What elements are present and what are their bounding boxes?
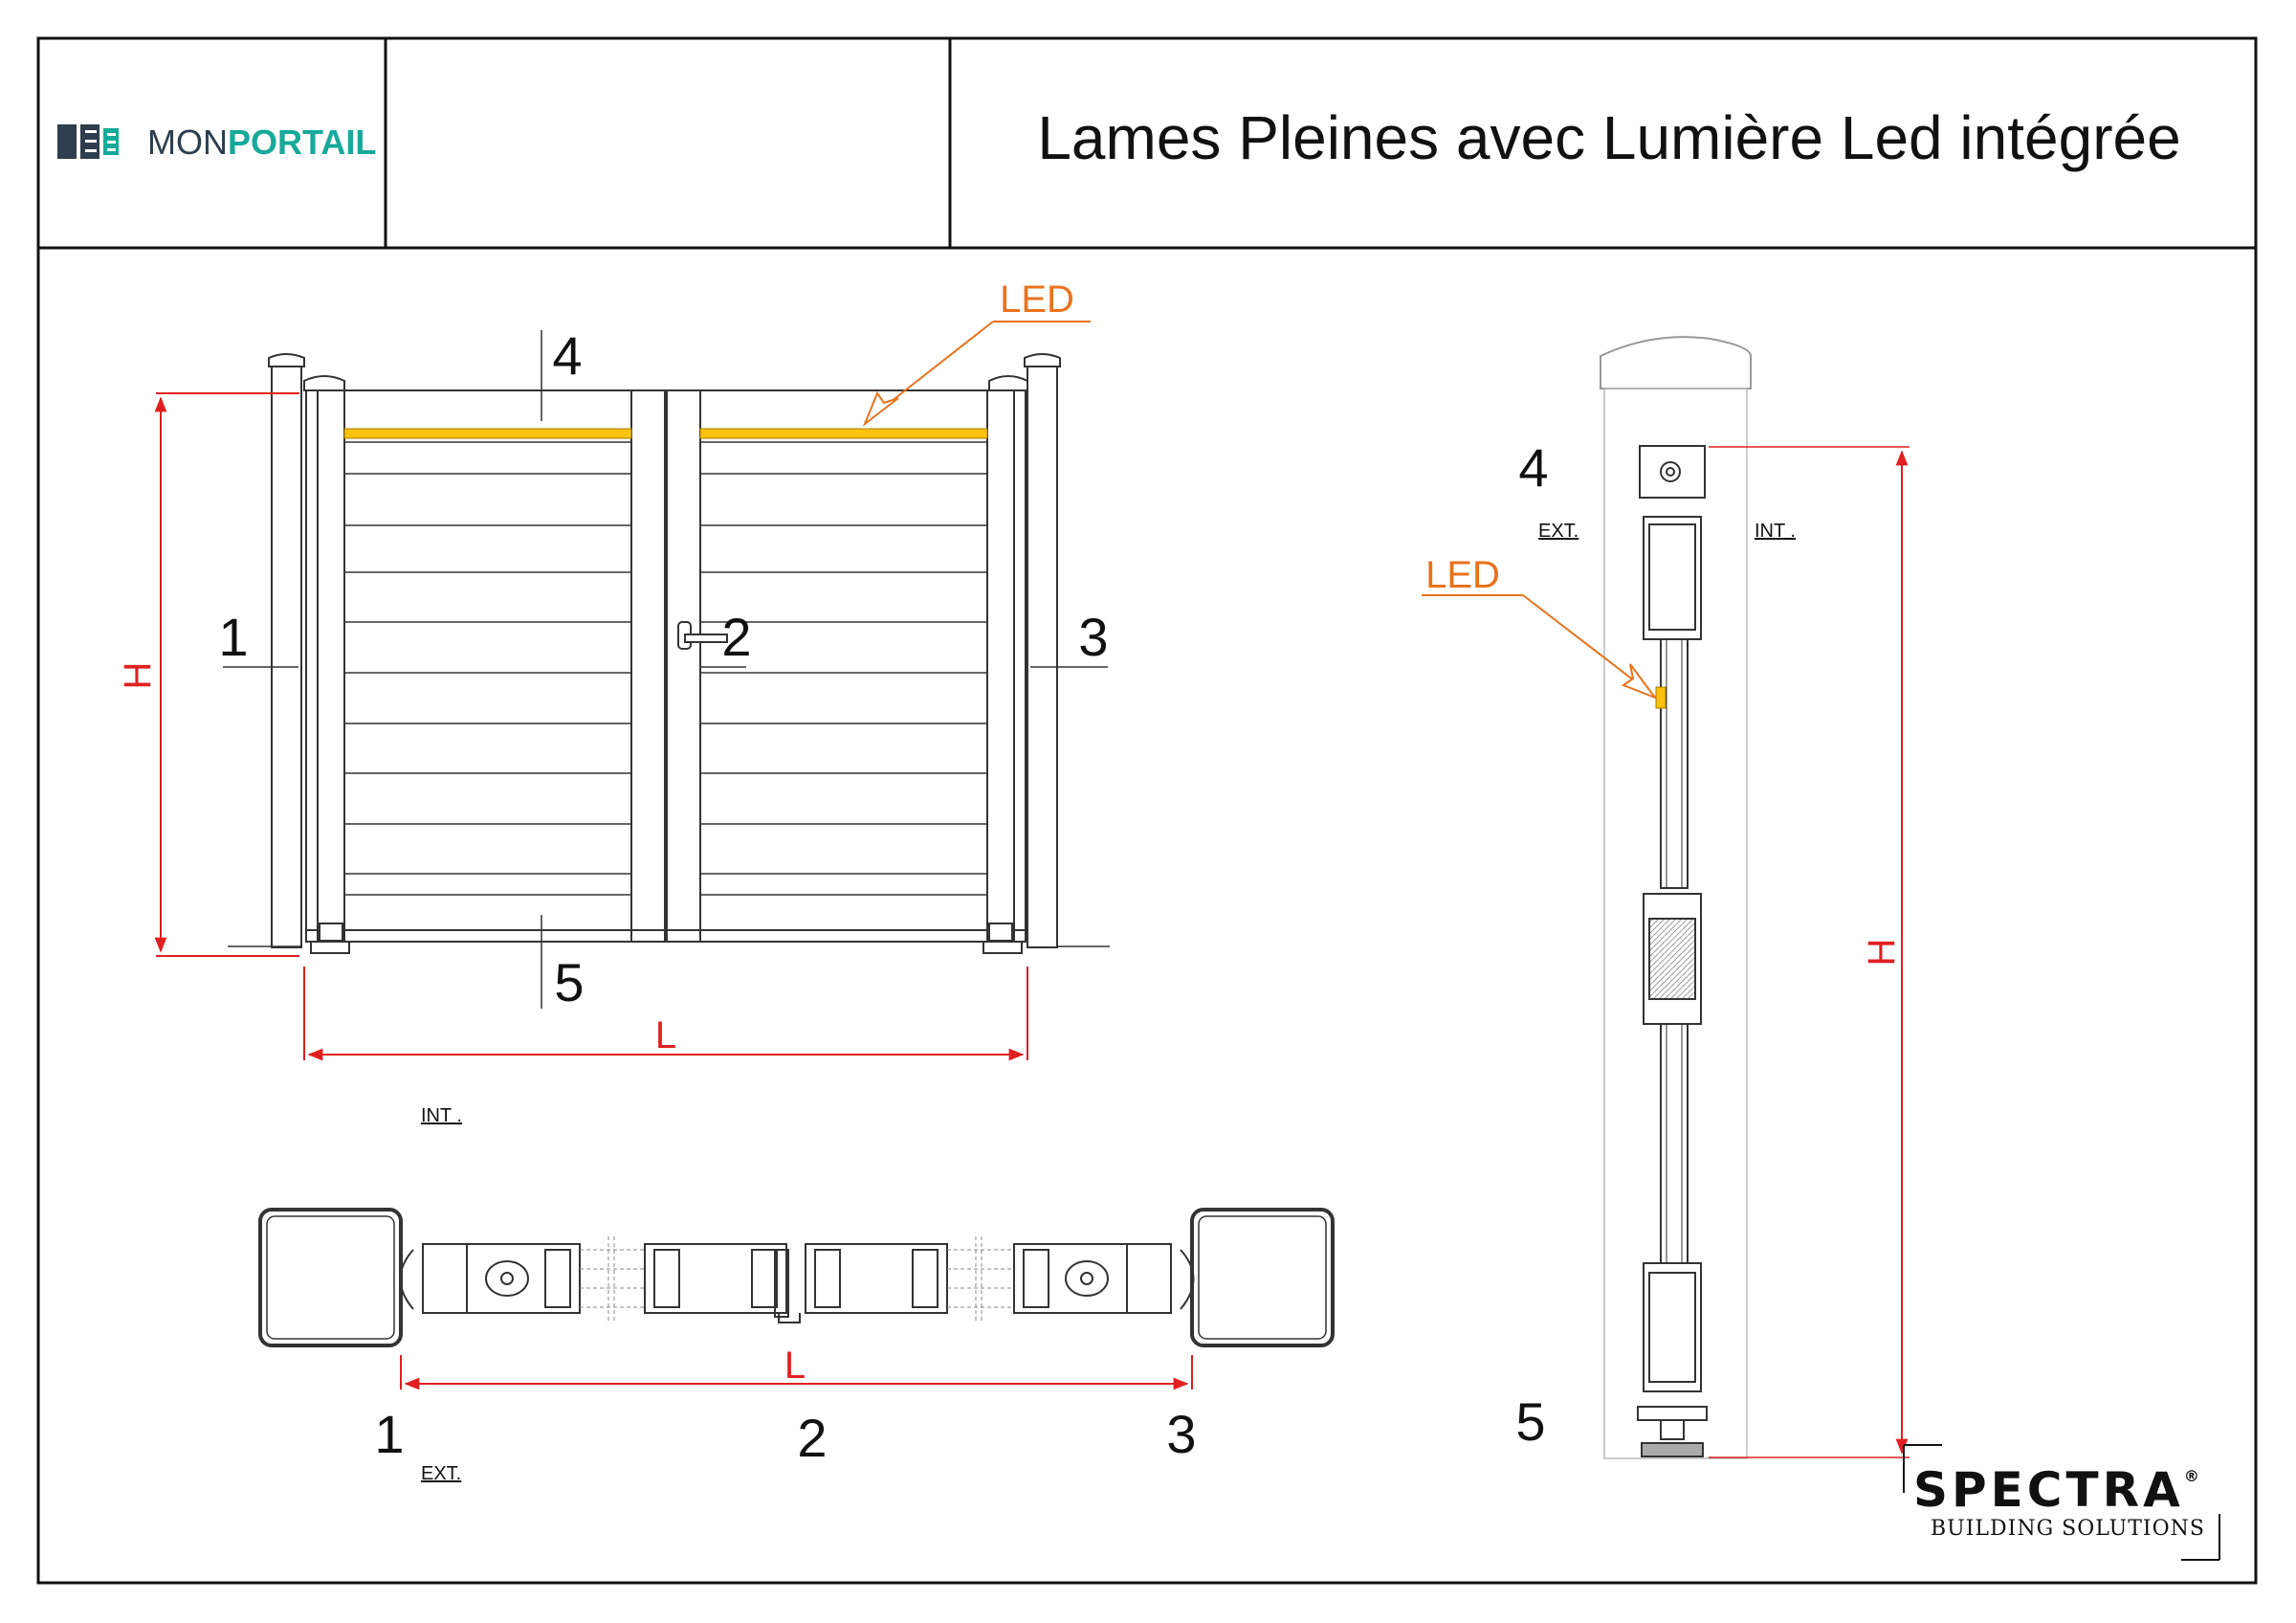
section-int-label: INT . — [1755, 521, 1796, 542]
gate-front-elevation — [228, 353, 1110, 954]
plan-label-1: 1 — [374, 1404, 404, 1464]
led-strip-left — [343, 428, 632, 439]
section-ext-label: EXT. — [1538, 521, 1578, 542]
front-leaders — [223, 330, 1108, 1009]
front-width-dimension — [303, 967, 1028, 1061]
plan-width-label: L — [784, 1345, 806, 1387]
front-width-label: L — [655, 1014, 676, 1056]
spectra-tagline: BUILDING SOLUTIONS — [1931, 1517, 2205, 1541]
front-label-4: 4 — [552, 325, 582, 386]
plan-label-2: 2 — [797, 1408, 827, 1468]
left-post — [271, 366, 302, 948]
right-post — [1027, 366, 1058, 948]
gate-vertical-section — [1600, 336, 1752, 1459]
front-height-label: H — [117, 662, 159, 690]
plan-left-post — [258, 1208, 403, 1347]
svg-text:MONPORTAIL: MONPORTAIL — [147, 122, 376, 162]
plan-right-post — [1190, 1208, 1335, 1347]
led-label-section: LED — [1425, 554, 1500, 596]
drawing-title: Lames Pleines avec Lumière Led intégrée — [1037, 103, 2180, 172]
plan-label-3: 3 — [1166, 1404, 1196, 1464]
outer-frame — [36, 36, 2258, 1585]
section-height-dimension — [1709, 446, 1910, 1458]
front-label-3: 3 — [1078, 607, 1108, 667]
section-top-rail — [1643, 516, 1702, 640]
spectra-wordmark: SPECTRA — [1913, 1462, 2184, 1518]
spectra-logo: SPECTRA® BUILDING SOLUTIONS — [1903, 1444, 2220, 1561]
led-strip-right — [699, 428, 988, 439]
section-label-5: 5 — [1515, 1391, 1545, 1452]
front-label-1: 1 — [218, 607, 248, 667]
plan-width-dimension — [400, 1355, 1193, 1390]
section-led-strip — [1655, 686, 1667, 709]
svg-text:SPECTRA®: SPECTRA® — [1913, 1462, 2203, 1518]
section-bottom-rail — [1643, 1262, 1702, 1392]
logo-text-prefix: MON — [147, 122, 228, 162]
plan-ext-label: EXT. — [421, 1463, 461, 1484]
front-height-dimension — [154, 392, 299, 957]
front-label-2: 2 — [721, 607, 751, 667]
section-height-label: H — [1861, 939, 1903, 967]
logo-text-suffix: PORTAIL — [228, 122, 376, 162]
plan-int-label: INT . — [421, 1105, 462, 1126]
led-label-front: LED — [1000, 278, 1074, 321]
monportail-logo: MONPORTAIL — [57, 122, 376, 162]
front-label-5: 5 — [554, 952, 584, 1012]
led-callout-section — [1422, 594, 1658, 700]
spectra-registered-mark: ® — [2184, 1467, 2203, 1485]
gate-plan-section — [258, 1208, 1335, 1347]
section-label-4: 4 — [1518, 437, 1548, 498]
led-callout-front — [862, 321, 1091, 428]
